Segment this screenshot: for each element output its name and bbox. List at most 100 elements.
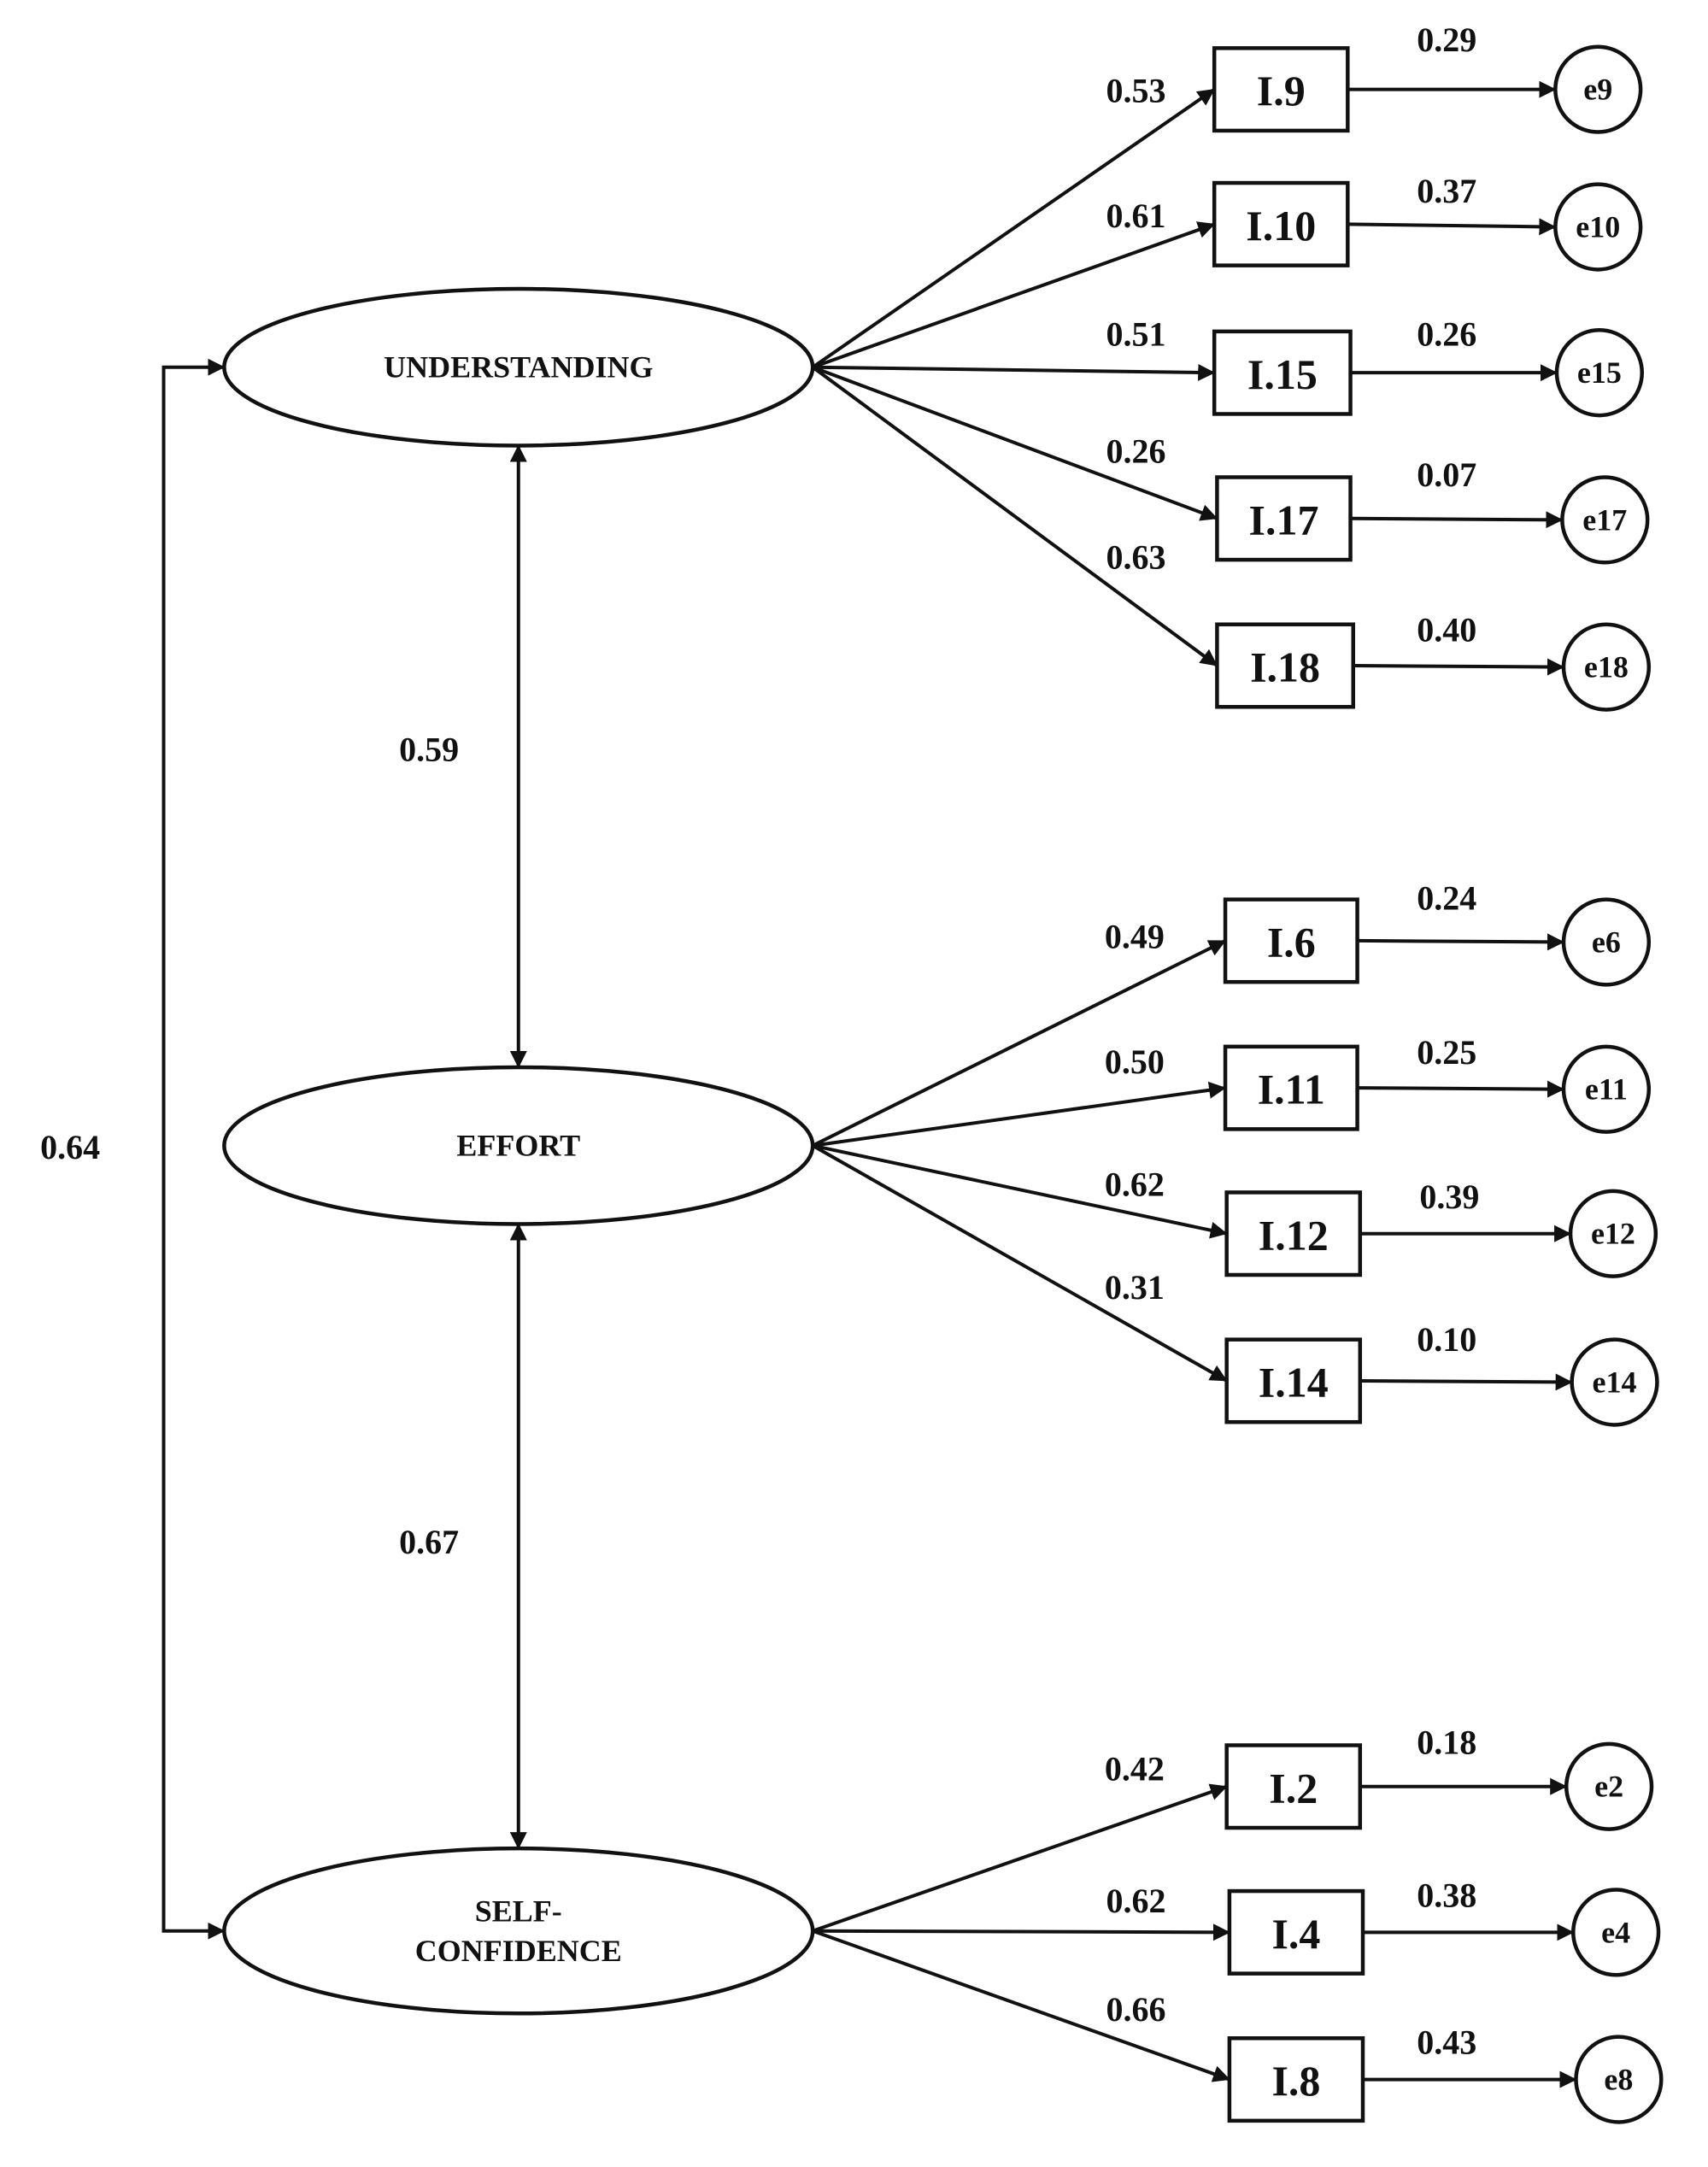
r2-value: 0.24 bbox=[1417, 879, 1476, 918]
error-circle bbox=[1553, 44, 1643, 134]
r2-value: 0.07 bbox=[1417, 455, 1476, 494]
loading-arrow bbox=[812, 87, 1216, 369]
loading-arrow bbox=[812, 366, 1218, 667]
item-box bbox=[1223, 897, 1359, 984]
item-box bbox=[1215, 622, 1355, 709]
r2-value: 0.37 bbox=[1417, 172, 1476, 210]
item-label: I.18 bbox=[1250, 643, 1320, 691]
latent-label-understanding: UNDERSTANDING bbox=[384, 350, 653, 385]
error-label: e8 bbox=[1604, 2063, 1633, 2097]
error-label: e14 bbox=[1593, 1365, 1637, 1400]
r2-value: 0.10 bbox=[1417, 1320, 1476, 1359]
loading-value: 0.42 bbox=[1105, 1749, 1165, 1788]
item-box bbox=[1212, 46, 1350, 133]
error-circle bbox=[1571, 1888, 1661, 1977]
item-label: I.14 bbox=[1259, 1359, 1329, 1406]
item-label: I.17 bbox=[1248, 496, 1318, 543]
item-box bbox=[1224, 1190, 1363, 1277]
item-label: I.12 bbox=[1259, 1211, 1329, 1259]
correlation-arrow-understanding-self-confidence bbox=[161, 358, 226, 1940]
correlation-value: 0.59 bbox=[399, 731, 459, 769]
r2-value: 0.43 bbox=[1417, 2023, 1476, 2062]
error-label: e15 bbox=[1577, 355, 1622, 390]
error-circle bbox=[1568, 1189, 1658, 1278]
latent-label-self-confidence: CONFIDENCE bbox=[415, 1934, 622, 1968]
error-circle bbox=[1553, 182, 1643, 272]
item-label: I.11 bbox=[1258, 1066, 1325, 1113]
loading-arrow bbox=[812, 1081, 1227, 1148]
error-circle bbox=[1561, 622, 1652, 712]
loading-arrow bbox=[812, 221, 1216, 369]
loading-arrow bbox=[812, 1929, 1230, 2082]
loading-value: 0.66 bbox=[1106, 1990, 1165, 2029]
r2-value: 0.26 bbox=[1417, 315, 1476, 354]
error-arrow bbox=[1353, 658, 1565, 676]
error-label: e17 bbox=[1582, 502, 1627, 537]
loading-arrow bbox=[812, 365, 1218, 521]
error-circle bbox=[1561, 1044, 1652, 1134]
item-box bbox=[1212, 329, 1353, 416]
item-box bbox=[1215, 475, 1353, 562]
loading-value: 0.49 bbox=[1105, 918, 1165, 956]
r2-value: 0.29 bbox=[1417, 21, 1476, 59]
error-label: e10 bbox=[1576, 210, 1620, 244]
loading-value: 0.26 bbox=[1106, 432, 1165, 470]
loading-value: 0.50 bbox=[1105, 1042, 1165, 1081]
loading-value: 0.63 bbox=[1106, 537, 1165, 576]
loading-arrow bbox=[812, 1783, 1228, 1933]
item-box bbox=[1212, 180, 1350, 267]
item-label: I.9 bbox=[1257, 67, 1306, 115]
error-label: e4 bbox=[1601, 1915, 1630, 1949]
error-circle bbox=[1570, 1337, 1659, 1427]
loading-value: 0.62 bbox=[1105, 1165, 1165, 1203]
item-box bbox=[1227, 2036, 1365, 2123]
nodes-layer bbox=[222, 44, 1664, 2124]
error-label: e12 bbox=[1591, 1217, 1635, 1251]
correlation-value: 0.64 bbox=[40, 1128, 100, 1166]
loading-arrow bbox=[812, 939, 1226, 1148]
r2-value: 0.18 bbox=[1417, 1724, 1476, 1762]
error-label: e9 bbox=[1583, 73, 1612, 107]
r2-value: 0.40 bbox=[1417, 611, 1476, 649]
loading-arrow bbox=[812, 1143, 1228, 1383]
item-label: I.6 bbox=[1267, 919, 1316, 966]
item-box bbox=[1224, 1743, 1363, 1830]
error-circle bbox=[1560, 475, 1650, 565]
latent-ellipse-understanding bbox=[222, 286, 815, 448]
error-circle bbox=[1564, 1741, 1654, 1831]
edges-layer bbox=[161, 80, 1577, 2088]
error-label: e6 bbox=[1592, 925, 1621, 960]
latent-label-effort: EFFORT bbox=[456, 1129, 580, 1163]
error-arrow bbox=[1357, 933, 1565, 951]
item-label: I.10 bbox=[1246, 202, 1316, 250]
labels-layer: UNDERSTANDING EFFORT SELF- CONFIDENCE I.9 e9 0… bbox=[40, 21, 1636, 2105]
loading-value: 0.31 bbox=[1105, 1268, 1165, 1307]
loading-value: 0.62 bbox=[1106, 1882, 1165, 1920]
r2-value: 0.38 bbox=[1417, 1876, 1476, 1914]
error-arrow bbox=[1359, 1373, 1573, 1391]
item-label: I.2 bbox=[1269, 1764, 1318, 1812]
loading-value: 0.51 bbox=[1106, 315, 1165, 354]
correlation-value: 0.67 bbox=[399, 1523, 459, 1561]
loading-arrow bbox=[812, 1143, 1228, 1239]
latent-label-self-confidence: SELF- bbox=[475, 1894, 562, 1928]
item-box bbox=[1224, 1337, 1363, 1424]
r2-value: 0.39 bbox=[1419, 1177, 1479, 1216]
error-circle bbox=[1561, 897, 1652, 987]
error-label: e18 bbox=[1584, 650, 1629, 684]
error-circle bbox=[1554, 328, 1644, 418]
latent-ellipse-effort bbox=[222, 1065, 815, 1226]
loading-value: 0.61 bbox=[1106, 197, 1165, 235]
item-label: I.15 bbox=[1247, 350, 1318, 398]
error-arrow bbox=[1350, 511, 1564, 529]
error-label: e11 bbox=[1585, 1072, 1628, 1107]
loading-arrow bbox=[813, 363, 1216, 381]
item-label: I.4 bbox=[1271, 1910, 1320, 1958]
error-arrow bbox=[1357, 1080, 1565, 1098]
latent-ellipse-self-confidence bbox=[222, 1846, 815, 2016]
loading-arrow bbox=[813, 1923, 1230, 1941]
error-arrow bbox=[1347, 218, 1557, 236]
item-box bbox=[1223, 1044, 1359, 1131]
loading-value: 0.53 bbox=[1106, 72, 1165, 110]
